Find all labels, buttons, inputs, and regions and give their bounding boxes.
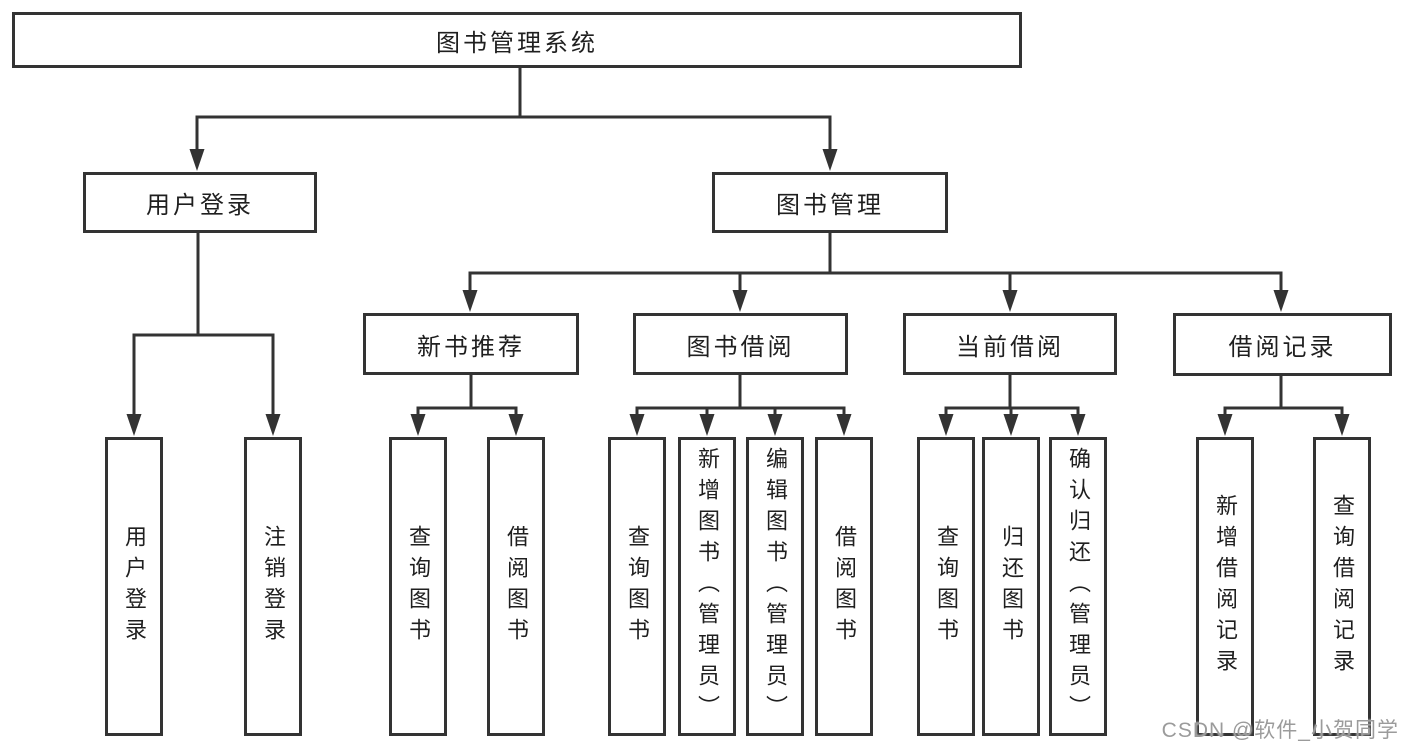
arrowhead (1334, 414, 1350, 436)
node-leaf-user-login: 用户登录 (105, 437, 163, 736)
arrowhead (1003, 414, 1019, 436)
arrowhead (732, 290, 748, 312)
arrowhead (126, 414, 142, 436)
node-borrowing-records: 借阅记录 (1173, 313, 1392, 376)
node-leaf-borrow-edit-admin: 编辑图书（管理员） (746, 437, 804, 736)
node-leaf-newbooks-borrow: 借阅图书 (487, 437, 545, 736)
arrowhead (1002, 290, 1018, 312)
node-book-borrowing: 图书借阅 (633, 313, 848, 375)
node-leaf-borrow-borrow: 借阅图书 (815, 437, 873, 736)
connector-new-books-junction (416, 373, 518, 419)
node-user-login: 用户登录 (83, 172, 317, 233)
arrowhead (822, 149, 838, 171)
node-leaf-current-query: 查询图书 (917, 437, 975, 736)
node-leaf-borrow-query: 查询图书 (608, 437, 666, 736)
node-current-borrowing: 当前借阅 (903, 313, 1117, 375)
connector-current-borrowing-junction (944, 373, 1080, 419)
node-leaf-records-add: 新增借阅记录 (1196, 437, 1254, 736)
node-leaf-current-return: 归还图书 (982, 437, 1040, 736)
node-library-system: 图书管理系统 (12, 12, 1022, 68)
arrowhead (1070, 414, 1086, 436)
connector-user-login-junction (132, 231, 275, 419)
arrowhead (189, 149, 205, 171)
arrowhead (410, 414, 426, 436)
csdn-watermark: CSDN @软件_小贺同学 (1161, 719, 1399, 742)
node-leaf-records-query: 查询借阅记录 (1313, 437, 1371, 736)
connector-book-management-junction (468, 231, 1283, 295)
arrowhead (1273, 290, 1289, 312)
arrowhead (1217, 414, 1233, 436)
connector-borrowing-records-junction (1223, 374, 1344, 419)
arrowhead (699, 414, 715, 436)
node-book-management: 图书管理 (712, 172, 948, 233)
node-leaf-current-confirm-admin: 确认归还（管理员） (1049, 437, 1107, 736)
node-leaf-newbooks-query: 查询图书 (389, 437, 447, 736)
arrowhead (265, 414, 281, 436)
arrowhead (629, 414, 645, 436)
arrowhead (767, 414, 783, 436)
connector-book-borrowing-junction (635, 373, 846, 419)
node-leaf-borrow-add-admin: 新增图书（管理员） (678, 437, 736, 736)
node-leaf-logout: 注销登录 (244, 437, 302, 736)
node-new-book-recommend: 新书推荐 (363, 313, 579, 375)
connector-root-junction (195, 66, 832, 154)
arrowhead (462, 290, 478, 312)
arrowhead (938, 414, 954, 436)
arrowheads (126, 149, 1350, 436)
arrowhead (508, 414, 524, 436)
arrowhead (836, 414, 852, 436)
